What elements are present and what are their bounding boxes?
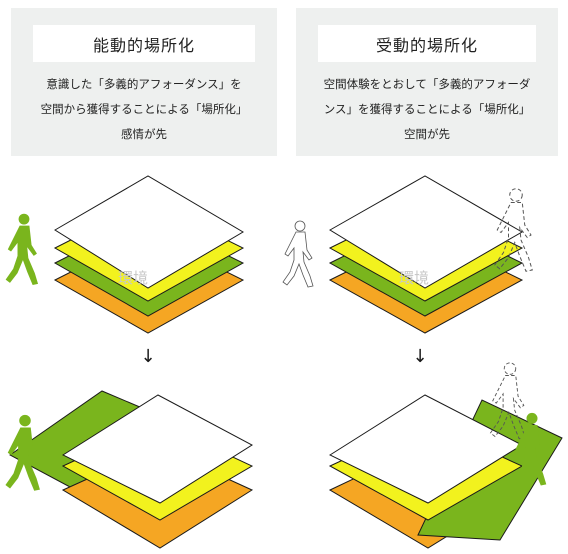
top-right-layer-stack: [328, 175, 524, 334]
environment-label: 環境: [118, 269, 148, 287]
person-walking-outline-icon: [282, 220, 314, 288]
description-line: 意識した「多義的アフォーダンス」を: [46, 77, 242, 91]
description-line: 空間から獲得することによる「場所化」: [40, 102, 248, 116]
passive-placemaking-title: 受動的場所化: [318, 25, 536, 62]
active-placemaking-description: 意識した「多義的アフォーダンス」を 空間から獲得することによる「場所化」 感情が…: [17, 72, 271, 147]
active-placemaking-panel: 能動的場所化 意識した「多義的アフォーダンス」を 空間から獲得することによる「場…: [11, 8, 277, 156]
white-layer: [329, 175, 524, 289]
description-line: 空間体験をとおして「多義的アフォーダ: [323, 77, 531, 91]
white-layer: [54, 175, 244, 289]
passive-placemaking-panel: 受動的場所化 空間体験をとおして「多義的アフォーダ ンス」を獲得することによる「…: [296, 8, 558, 156]
description-line: 感情が先: [121, 127, 167, 141]
white-layer: [61, 394, 253, 504]
top-left-layer-stack: [53, 175, 245, 334]
passive-placemaking-description: 空間体験をとおして「多義的アフォーダ ンス」を獲得することによる「場所化」 空間…: [302, 72, 552, 147]
person-walking-active-icon: [5, 213, 39, 285]
environment-label: 環境: [399, 269, 429, 287]
description-line: ンス」を獲得することによる「場所化」: [323, 102, 531, 116]
description-line: 空間が先: [404, 127, 450, 141]
down-arrow-icon: ↓: [412, 346, 427, 367]
down-arrow-icon: ↓: [140, 346, 155, 367]
bottom-left-layer-stack: [9, 390, 254, 549]
active-placemaking-title: 能動的場所化: [33, 25, 255, 62]
person-walking-active-icon: [5, 414, 40, 491]
